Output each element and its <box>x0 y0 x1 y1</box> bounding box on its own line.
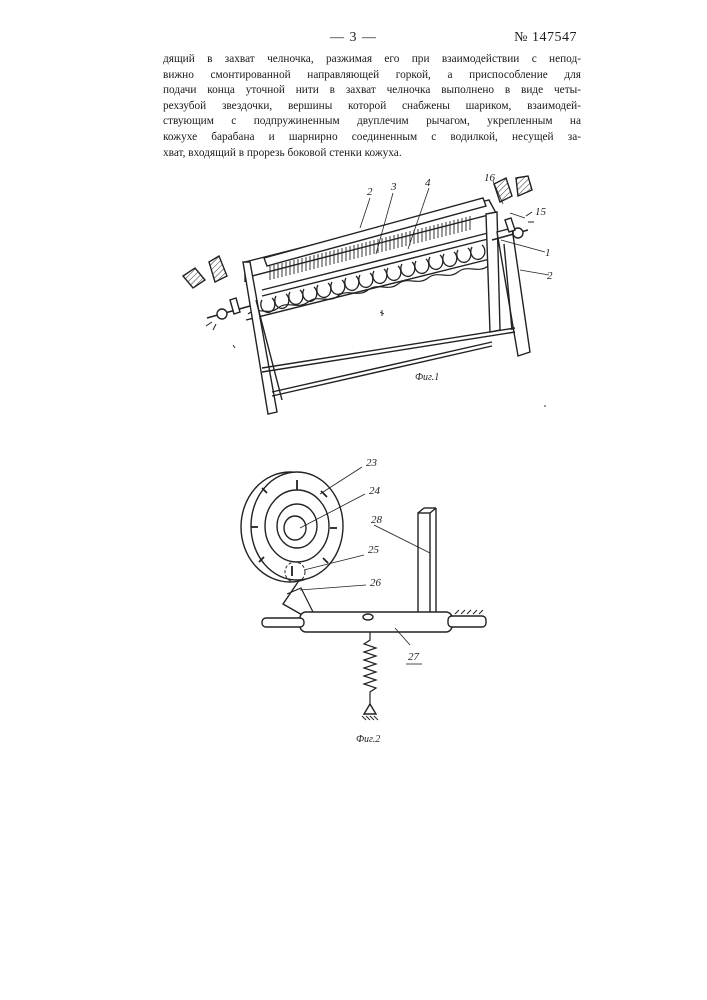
figure-2-drawing <box>241 467 486 720</box>
figure-2-caption: Фиг.2 <box>356 734 380 745</box>
figure-1-drawing <box>183 176 549 414</box>
label-26: 26 <box>370 577 382 589</box>
label-16: 16 <box>484 172 496 184</box>
label-1: 1 <box>545 247 551 259</box>
figure-1-caption: Фиг.1 <box>415 372 439 383</box>
label-28: 28 <box>371 514 383 526</box>
label-25: 25 <box>368 544 380 556</box>
label-3: 3 <box>390 181 397 193</box>
label-23: 23 <box>366 457 378 469</box>
label-4: 4 <box>425 177 431 189</box>
label-27: 27 <box>408 651 420 663</box>
label-2-top: 2 <box>367 186 373 198</box>
label-15: 15 <box>535 206 547 218</box>
label-24: 24 <box>369 485 381 497</box>
spring <box>364 632 376 704</box>
label-2-right: 2 <box>547 270 553 282</box>
